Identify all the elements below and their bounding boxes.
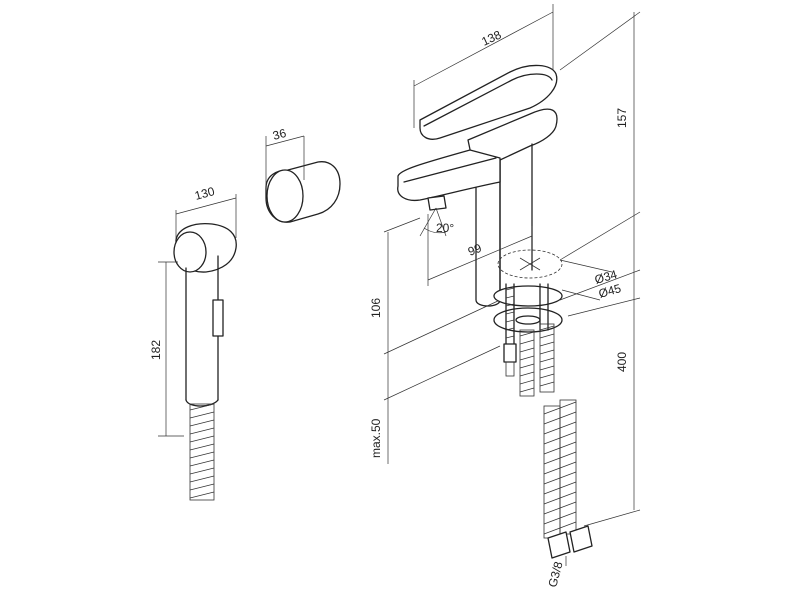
dim-handshower-width: 130 (193, 184, 216, 203)
mounting-stud-thread (505, 287, 515, 339)
dim-faucet-width: 138 (479, 27, 503, 48)
dim-deck-thickness: max.50 (369, 418, 383, 458)
handshower-hose-texture (189, 403, 215, 499)
supply-hoses: 400 G3/8 (519, 212, 641, 589)
dim-connection-thread: G3/8 (545, 560, 565, 589)
dim-hole-diameter-small: Ø34 (593, 267, 619, 287)
dim-spout-angle: 20° (436, 221, 454, 235)
dim-hose-length: 400 (615, 352, 629, 372)
dim-holder-width: 36 (271, 126, 288, 143)
hand-shower: 130 182 (149, 184, 237, 501)
mounting-kit: Ø34 Ø45 (493, 249, 641, 377)
dim-faucet-height: 157 (615, 108, 629, 128)
dim-body-height: 106 (369, 298, 383, 318)
dim-spout-reach: 99 (466, 241, 484, 259)
dim-hole-diameter-large: Ø45 (597, 281, 623, 301)
wall-holder: 36 (265, 126, 341, 223)
basin-faucet: 138 157 20° 99 106 max.50 (369, 4, 641, 464)
dim-handshower-length: 182 (149, 340, 163, 360)
